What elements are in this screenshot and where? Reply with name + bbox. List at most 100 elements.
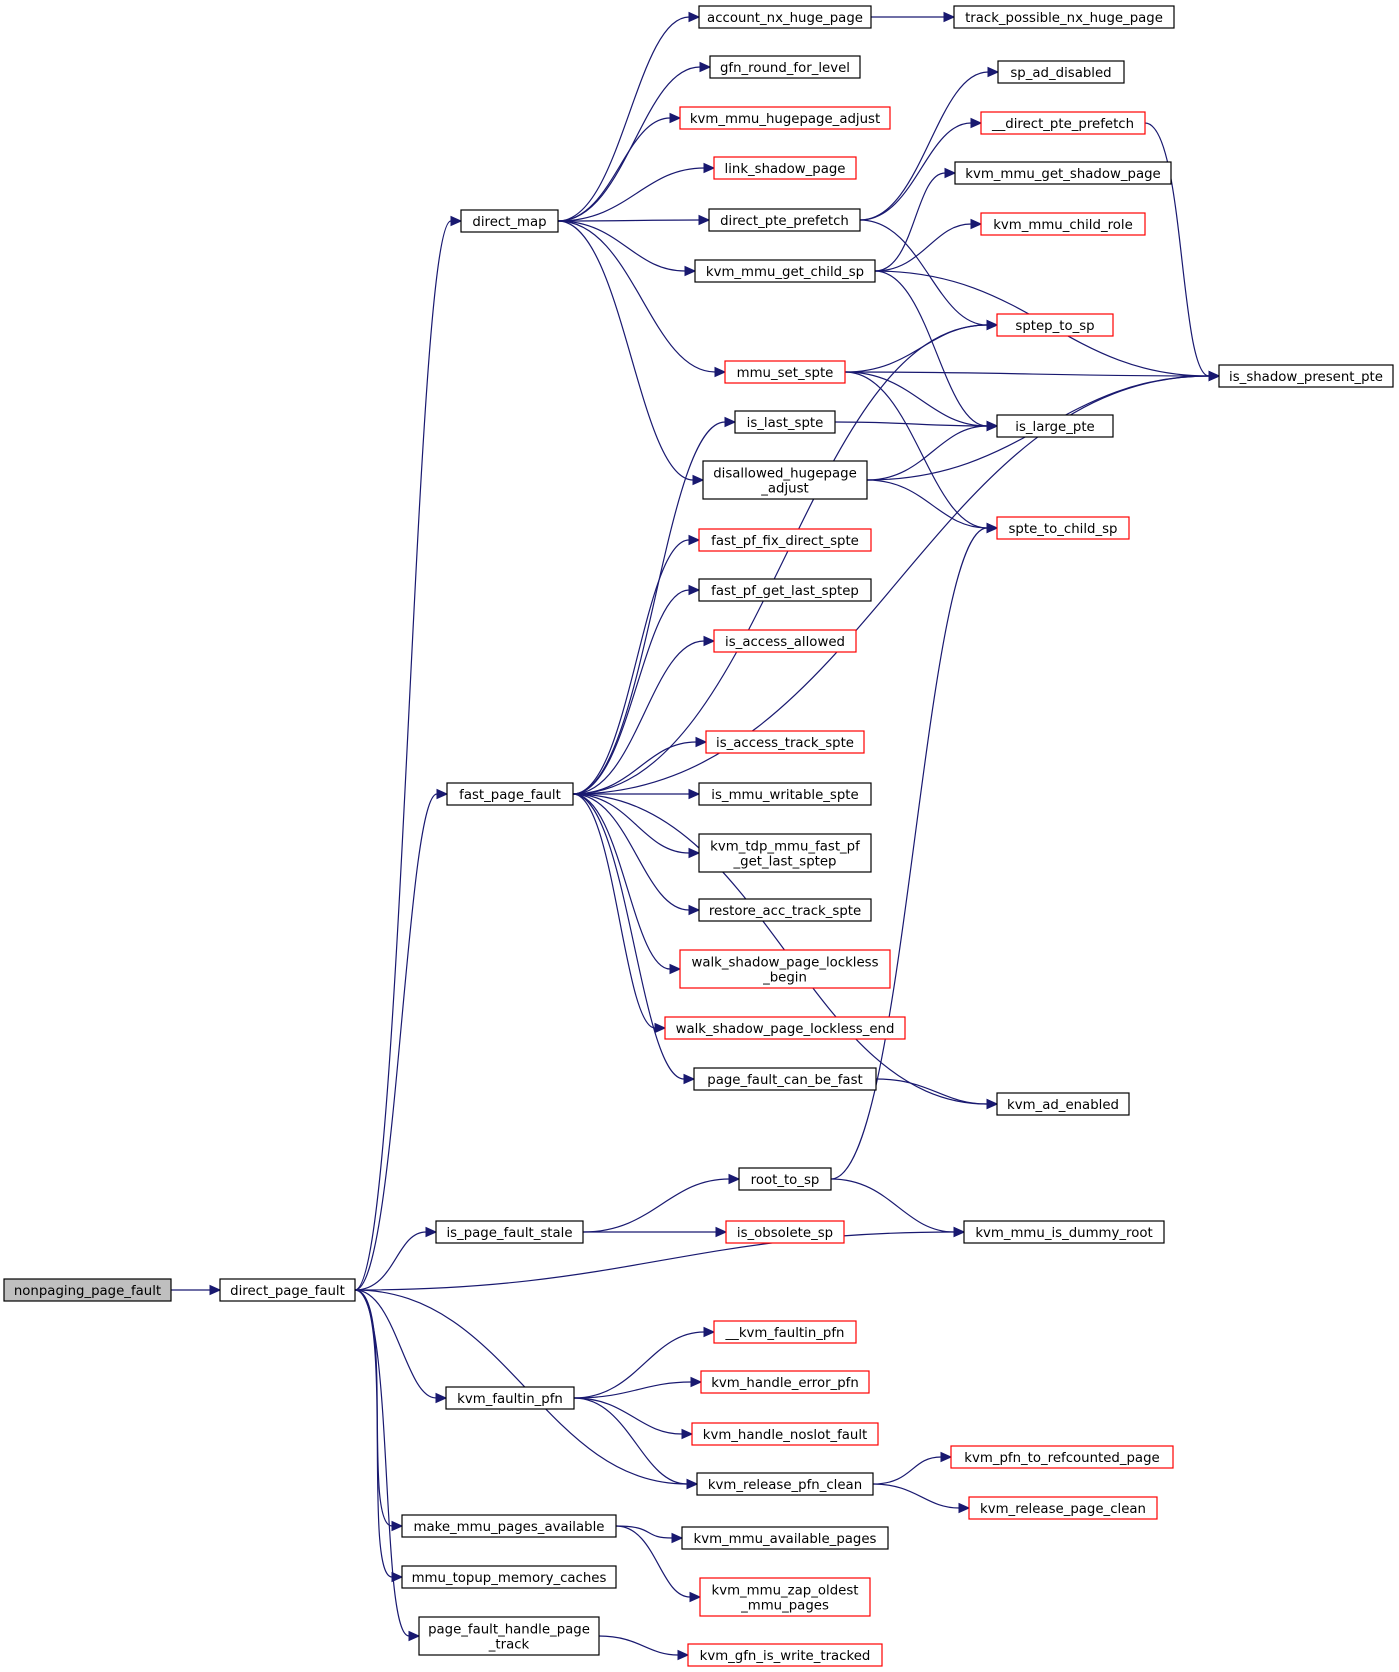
- node-kvm_pfn_to_refcounted_page[interactable]: kvm_pfn_to_refcounted_page: [950, 1445, 1174, 1469]
- node-root_to_sp[interactable]: root_to_sp: [738, 1167, 832, 1191]
- node-kvm_mmu_zap_oldest_mmu_pages[interactable]: kvm_mmu_zap_oldest_mmu_pages: [699, 1577, 871, 1617]
- arrowhead-icon: [688, 904, 701, 916]
- node-kvm_handle_noslot_fault[interactable]: kvm_handle_noslot_fault: [691, 1422, 879, 1446]
- node-label: kvm_pfn_to_refcounted_page: [964, 1451, 1159, 1466]
- arrowhead-icon: [689, 1591, 702, 1603]
- edge-kvm_faultin_pfn-to-__kvm_faultin_pfn: [573, 1326, 716, 1399]
- node-label: kvm_mmu_hugepage_adjust: [690, 112, 880, 127]
- node-box: [698, 898, 872, 922]
- edge-fast_page_fault-to-fast_pf_fix_direct_spte: [572, 534, 701, 795]
- node-sptep_to_sp[interactable]: sptep_to_sp: [996, 313, 1114, 337]
- node-label: kvm_release_page_clean: [980, 1502, 1146, 1517]
- arrowhead-icon: [669, 963, 682, 975]
- edge-direct_page_fault-to-kvm_faultin_pfn: [354, 1289, 448, 1404]
- node-spte_to_child_sp[interactable]: spte_to_child_sp: [996, 516, 1130, 540]
- node-walk_shadow_page_lockless_end[interactable]: walk_shadow_page_lockless_end: [664, 1016, 906, 1040]
- node-kvm_release_pfn_clean[interactable]: kvm_release_pfn_clean: [696, 1472, 874, 1496]
- node-kvm_handle_error_pfn[interactable]: kvm_handle_error_pfn: [700, 1370, 870, 1394]
- node-link_shadow_page[interactable]: link_shadow_page: [713, 156, 857, 180]
- node-box: [446, 782, 574, 806]
- node-kvm_faultin_pfn[interactable]: kvm_faultin_pfn: [445, 1386, 575, 1410]
- node-gfn_round_for_level[interactable]: gfn_round_for_level: [709, 55, 861, 79]
- node-mmu_topup_memory_caches[interactable]: mmu_topup_memory_caches: [401, 1565, 617, 1589]
- node-is_obsolete_sp[interactable]: is_obsolete_sp: [725, 1220, 845, 1244]
- node-kvm_mmu_get_child_sp[interactable]: kvm_mmu_get_child_sp: [694, 259, 876, 283]
- node-direct_pte_prefetch[interactable]: direct_pte_prefetch: [708, 208, 861, 232]
- node-__direct_pte_prefetch[interactable]: __direct_pte_prefetch: [980, 111, 1146, 135]
- edge-kvm_mmu_get_child_sp-to-is_large_pte: [874, 270, 999, 432]
- node-fast_page_fault[interactable]: fast_page_fault: [446, 782, 574, 806]
- node-box: [738, 1167, 832, 1191]
- arrowhead-icon: [698, 214, 711, 226]
- edge-line: [615, 1525, 673, 1539]
- node-is_page_fault_stale[interactable]: is_page_fault_stale: [435, 1220, 584, 1244]
- edge-is_page_fault_stale-to-root_to_sp: [582, 1173, 741, 1233]
- node-is_shadow_present_pte[interactable]: is_shadow_present_pte: [1218, 364, 1394, 388]
- edge-line: [573, 1397, 688, 1485]
- node-fast_pf_get_last_sptep[interactable]: fast_pf_get_last_sptep: [698, 578, 872, 602]
- node-kvm_mmu_get_shadow_page[interactable]: kvm_mmu_get_shadow_page: [954, 161, 1172, 185]
- node-label: kvm_gfn_is_write_tracked: [700, 1649, 871, 1664]
- node-kvm_tdp_mmu_fast_pf_get_last_sptep[interactable]: kvm_tdp_mmu_fast_pf_get_last_sptep: [698, 833, 872, 873]
- node-label: fast_page_fault: [459, 788, 561, 803]
- node-kvm_mmu_available_pages[interactable]: kvm_mmu_available_pages: [681, 1526, 889, 1550]
- node-make_mmu_pages_available[interactable]: make_mmu_pages_available: [401, 1514, 617, 1538]
- node-box: [980, 111, 1146, 135]
- node-kvm_ad_enabled[interactable]: kvm_ad_enabled: [996, 1092, 1130, 1116]
- node-is_access_allowed[interactable]: is_access_allowed: [713, 629, 857, 653]
- node-kvm_mmu_hugepage_adjust[interactable]: kvm_mmu_hugepage_adjust: [679, 106, 891, 130]
- edge-direct_pte_prefetch-to-sp_ad_disabled: [859, 66, 1000, 221]
- node-box: [687, 1643, 883, 1667]
- node-page_fault_can_be_fast[interactable]: page_fault_can_be_fast: [693, 1067, 877, 1091]
- node-is_large_pte[interactable]: is_large_pte: [996, 414, 1114, 438]
- node-fast_pf_fix_direct_spte[interactable]: fast_pf_fix_direct_spte: [698, 528, 872, 552]
- edge-line: [1144, 122, 1210, 377]
- edge-line: [557, 219, 700, 222]
- edge-line: [557, 220, 694, 481]
- node-box: [681, 1526, 889, 1550]
- node-mmu_set_spte[interactable]: mmu_set_spte: [724, 360, 846, 384]
- node-kvm_gfn_is_write_tracked[interactable]: kvm_gfn_is_write_tracked: [687, 1643, 883, 1667]
- edge-make_mmu_pages_available-to-kvm_mmu_zap_oldest_mmu_pages: [615, 1525, 702, 1603]
- node-box: [709, 55, 861, 79]
- node-kvm_release_page_clean[interactable]: kvm_release_page_clean: [968, 1496, 1158, 1520]
- arrowhead-icon: [987, 66, 1000, 78]
- node-label: kvm_release_pfn_clean: [708, 1478, 862, 1493]
- node-walk_shadow_page_lockless_begin[interactable]: walk_shadow_page_lockless_begin: [679, 949, 891, 989]
- node-page_fault_handle_page_track[interactable]: page_fault_handle_page_track: [418, 1616, 600, 1656]
- node-direct_page_fault[interactable]: direct_page_fault: [219, 1278, 356, 1302]
- node-disallowed_hugepage_adjust[interactable]: disallowed_hugepage_adjust: [702, 460, 868, 500]
- node-is_last_spte[interactable]: is_last_spte: [734, 410, 836, 434]
- node-box: [997, 60, 1125, 84]
- arrowhead-icon: [958, 1502, 971, 1514]
- node-restore_acc_track_spte[interactable]: restore_acc_track_spte: [698, 898, 872, 922]
- arrowhead-icon: [943, 11, 956, 23]
- node-account_nx_huge_page[interactable]: account_nx_huge_page: [698, 5, 872, 29]
- edge-root_to_sp-to-kvm_mmu_is_dummy_root: [830, 1178, 966, 1238]
- node-track_possible_nx_huge_page[interactable]: track_possible_nx_huge_page: [953, 5, 1175, 29]
- node-box: [401, 1565, 617, 1589]
- node-label: fast_pf_fix_direct_spte: [711, 534, 859, 549]
- edge-page_fault_handle_page_track-to-kvm_gfn_is_write_tracked: [598, 1635, 690, 1661]
- node-box: [698, 782, 872, 806]
- node-label: is_last_spte: [747, 416, 824, 431]
- node-is_mmu_writable_spte[interactable]: is_mmu_writable_spte: [698, 782, 872, 806]
- node-kvm_mmu_is_dummy_root[interactable]: kvm_mmu_is_dummy_root: [963, 1220, 1165, 1244]
- edge-line: [572, 640, 705, 795]
- node-box: [996, 1092, 1130, 1116]
- node-box: [691, 1422, 879, 1446]
- edge-line: [572, 793, 671, 970]
- node-__kvm_faultin_pfn[interactable]: __kvm_faultin_pfn: [713, 1320, 857, 1344]
- node-is_access_track_spte[interactable]: is_access_track_spte: [705, 730, 865, 754]
- edge-line: [572, 375, 1210, 795]
- arrowhead-icon: [970, 218, 983, 230]
- node-sp_ad_disabled[interactable]: sp_ad_disabled: [997, 60, 1125, 84]
- node-kvm_mmu_child_role[interactable]: kvm_mmu_child_role: [980, 212, 1146, 236]
- node-nonpaging_page_fault[interactable]: nonpaging_page_fault: [3, 1278, 172, 1302]
- edge-kvm_release_pfn_clean-to-kvm_release_page_clean: [872, 1483, 971, 1514]
- node-box: [996, 516, 1130, 540]
- node-box: [953, 5, 1175, 29]
- node-direct_map[interactable]: direct_map: [460, 209, 559, 233]
- edge-fast_page_fault-to-sptep_to_sp: [572, 319, 999, 795]
- node-label: page_fault_can_be_fast: [707, 1073, 862, 1088]
